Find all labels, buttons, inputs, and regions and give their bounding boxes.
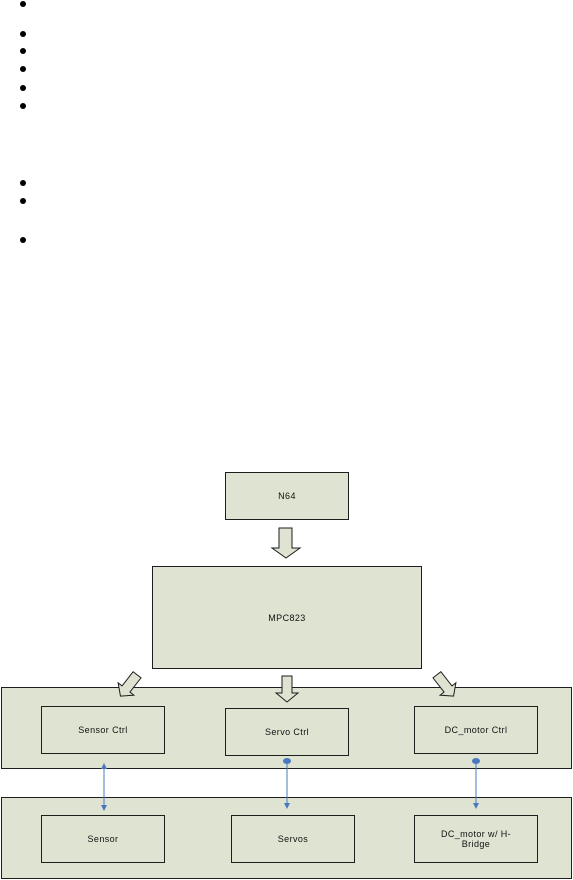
sensor-ctrl-block: Sensor Ctrl [41,706,165,754]
bullet-point [20,31,26,37]
bullet-point [20,237,26,243]
bullet-point [20,1,26,7]
bullet-point [20,103,26,109]
bullet-point [20,198,26,204]
dc-motor-hbridge-block: DC_motor w/ H-Bridge [414,815,538,863]
servo-ctrl-block: Servo Ctrl [225,708,349,756]
mpc823-block: MPC823 [152,566,422,669]
sensor-block: Sensor [41,815,165,863]
dc-motor-ctrl-block: DC_motor Ctrl [414,706,538,754]
n64-block: N64 [225,472,349,520]
bullet-point [20,85,26,91]
block-arrow-n64-to-mpc [270,527,302,559]
block-arrow-mpc-to-servo-ctrl [274,675,300,703]
connector-servo [283,758,291,809]
servos-block: Servos [231,815,355,863]
block-arrow-mpc-to-dc-ctrl [432,671,457,697]
connector-dc-motor [472,758,480,809]
bullet-point [20,180,26,186]
block-arrow-mpc-to-sensor-ctrl [117,671,142,697]
bullet-point [20,48,26,54]
bullet-point [20,66,26,72]
